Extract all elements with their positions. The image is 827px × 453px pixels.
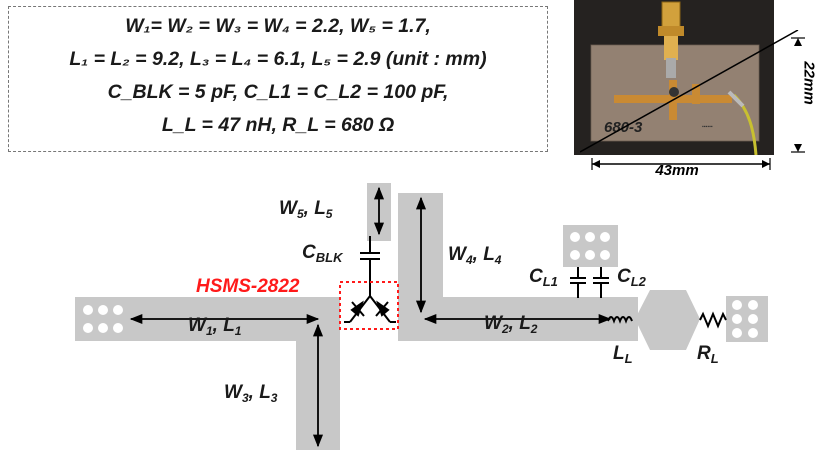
diode-highlight-box	[339, 281, 399, 330]
photo-width-label: 43mm	[655, 162, 699, 179]
label-cl2: CL2	[617, 266, 647, 289]
svg-text:▪▪▪▪▪▪: ▪▪▪▪▪▪	[702, 124, 713, 130]
label-w1-l1: W1, L1	[188, 315, 242, 338]
label-cl1: CL1	[529, 266, 558, 289]
ll-inductor-symbol	[607, 316, 633, 324]
label-w4-l4: W4, L4	[448, 244, 502, 267]
label-diode: HSMS-2822	[196, 276, 300, 297]
label-rl: RL	[697, 343, 719, 366]
trace-hex-pad	[635, 290, 700, 350]
param-line-widths: W₁= W₂ = W₃ = W₄ = 2.2, W₅ = 1.7,	[125, 15, 431, 37]
board-photo: 680-3 ▪▪▪▪▪▪	[574, 0, 774, 155]
via-holes	[83, 232, 758, 338]
label-cblk: CBLK	[302, 242, 344, 265]
trace-w1-w3	[75, 297, 340, 450]
param-line-lengths: L₁ = L₂ = 9.2, L₃ = L₄ = 6.1, L₅ = 2.9 (…	[69, 48, 487, 70]
cl-capacitor-symbols	[570, 267, 609, 298]
param-line-load: L_L = 47 nH, R_L = 680 Ω	[161, 114, 395, 136]
dimension-arrows	[129, 186, 612, 448]
trace-w4-w2	[398, 193, 638, 341]
microstrip-traces	[75, 183, 768, 450]
param-line-capacitors: C_BLK = 5 pF, C_L1 = C_L2 = 100 pF,	[107, 81, 449, 103]
photo-dimension-lines	[580, 30, 805, 170]
pad-cl	[563, 225, 618, 267]
label-w2-l2: W2, L2	[484, 313, 538, 336]
cblk-capacitor-symbol	[360, 236, 380, 290]
label-w5-l5: W5, L5	[279, 198, 333, 221]
parameter-box: W₁= W₂ = W₃ = W₄ = 2.2, W₅ = 1.7, L₁ = L…	[8, 6, 548, 152]
label-w3-l3: W3, L3	[224, 382, 278, 405]
diode-symbol	[344, 290, 396, 323]
pad-left	[75, 297, 131, 341]
label-ll: LL	[613, 343, 633, 366]
rl-resistor-symbol	[699, 311, 727, 329]
